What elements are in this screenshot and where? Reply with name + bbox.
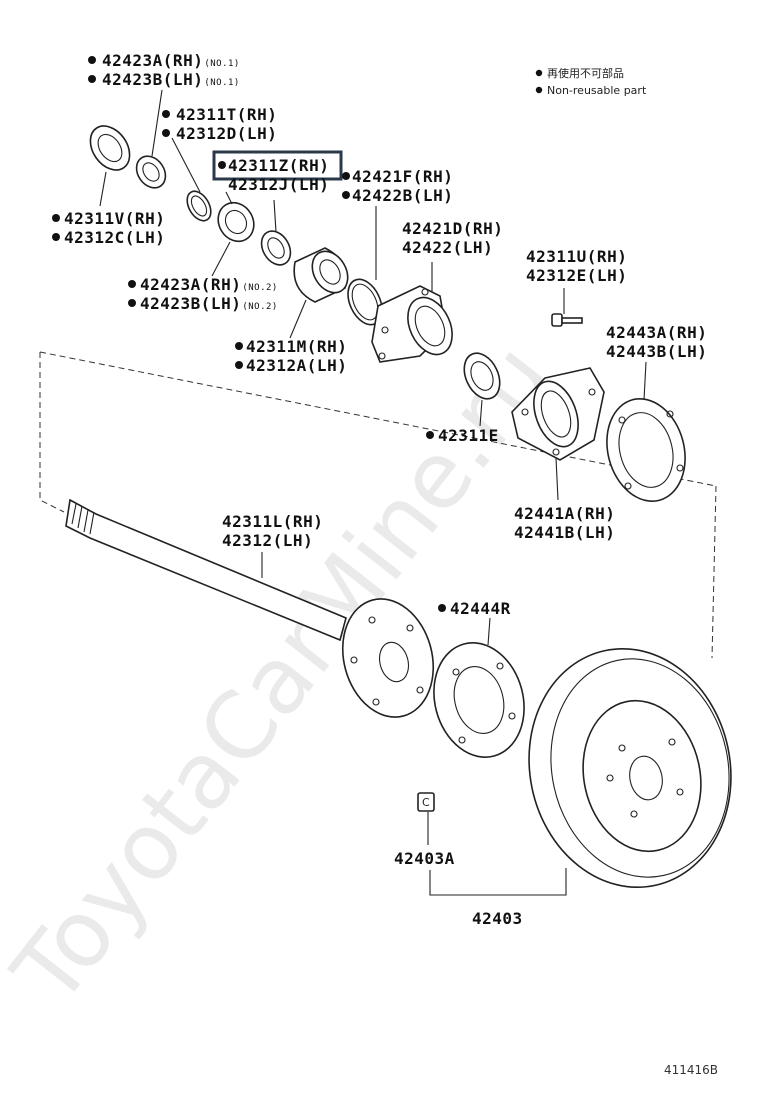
oil-seal-outer [89,125,131,171]
non-reusable-bullet-icon [52,233,60,241]
brake-drum [528,647,732,889]
non-reusable-bullet-icon [438,604,446,612]
legend-en: Non-reusable part [547,84,647,97]
label-42423B-no1[interactable]: 42423B(LH)(NO.1) [102,70,240,89]
bearing-retainer [371,285,453,363]
drum-clip: C [417,792,435,812]
label-42312A[interactable]: 42312A(LH) [246,356,347,375]
label-42312D[interactable]: 42312D(LH) [176,124,277,143]
label-42423A-no2[interactable]: 42423A(RH)(NO.2) [140,275,278,294]
label-42311L[interactable]: 42311L(RH) [222,512,323,531]
label-42421D[interactable]: 42421D(RH) [402,219,503,238]
label-42421F[interactable]: 42421F(RH) [352,167,453,186]
label-42441A[interactable]: 42441A(RH) [514,504,615,523]
label-42422[interactable]: 42422(LH) [402,238,493,257]
highlighted-part-box [212,150,343,181]
non-reusable-bullet-icon [342,191,350,199]
label-42312E[interactable]: 42312E(LH) [526,266,627,285]
non-reusable-bullet-icon [52,214,60,222]
assembly-dashed-line-right [711,485,717,659]
label-42443B[interactable]: 42443B(LH) [606,342,707,361]
backing-plate-flange [511,367,605,461]
label-42312C[interactable]: 42312C(LH) [64,228,165,247]
assembly-dashed-line-top [39,351,717,487]
non-reusable-bullet-icon [162,110,170,118]
snap-ring [186,190,212,222]
legend-jp: 再使用不可部品 [547,66,624,80]
gasket-plate [606,398,686,502]
non-reusable-bullet-icon [342,172,350,180]
label-42444R[interactable]: 42444R [450,599,511,618]
non-reusable-bullet-icon [88,75,96,83]
hub-bolt [551,313,583,327]
label-42422B[interactable]: 42422B(LH) [352,186,453,205]
label-42403[interactable]: 42403 [472,909,523,928]
non-reusable-bullet-icon [535,86,543,94]
label-42311Z[interactable]: 42311Z(RH) [228,156,329,175]
label-42423A-no1[interactable]: 42423A(RH)(NO.1) [102,51,240,70]
label-42403A[interactable]: 42403A [394,849,455,868]
label-42311T[interactable]: 42311T(RH) [176,105,277,124]
label-42312J[interactable]: 42312J(LH) [228,175,329,194]
label-42441B[interactable]: 42441B(LH) [514,523,615,542]
label-42311V[interactable]: 42311V(RH) [64,209,165,228]
clip-mark: C [422,796,430,809]
label-42311M[interactable]: 42311M(RH) [246,337,347,356]
figure-number: 411416B [664,1063,718,1077]
bearing-cone [293,247,349,303]
label-42311E[interactable]: 42311E [438,426,499,445]
label-42312[interactable]: 42312(LH) [222,531,313,550]
non-reusable-bullet-icon [128,299,136,307]
non-reusable-bullet-icon [235,361,243,369]
inner-seal [463,352,501,400]
axle-flange [341,598,435,718]
non-reusable-bullet-icon [128,280,136,288]
hub-gasket [433,642,525,758]
seal-ring-no1 [135,155,167,189]
non-reusable-bullet-icon [218,161,226,169]
seal-ring-no2 [260,230,292,266]
label-42311U[interactable]: 42311U(RH) [526,247,627,266]
assembly-dashed-line-left [39,352,65,513]
leader-lines [99,89,647,896]
non-reusable-bullet-icon [535,69,543,77]
non-reusable-bullet-icon [162,129,170,137]
non-reusable-bullet-icon [88,56,96,64]
non-reusable-bullet-icon [426,431,434,439]
label-42443A[interactable]: 42443A(RH) [606,323,707,342]
bearing-cup [217,201,255,243]
axle-shaft [65,498,347,642]
non-reusable-bullet-icon [235,342,243,350]
label-42423B-no2[interactable]: 42423B(LH)(NO.2) [140,294,278,313]
